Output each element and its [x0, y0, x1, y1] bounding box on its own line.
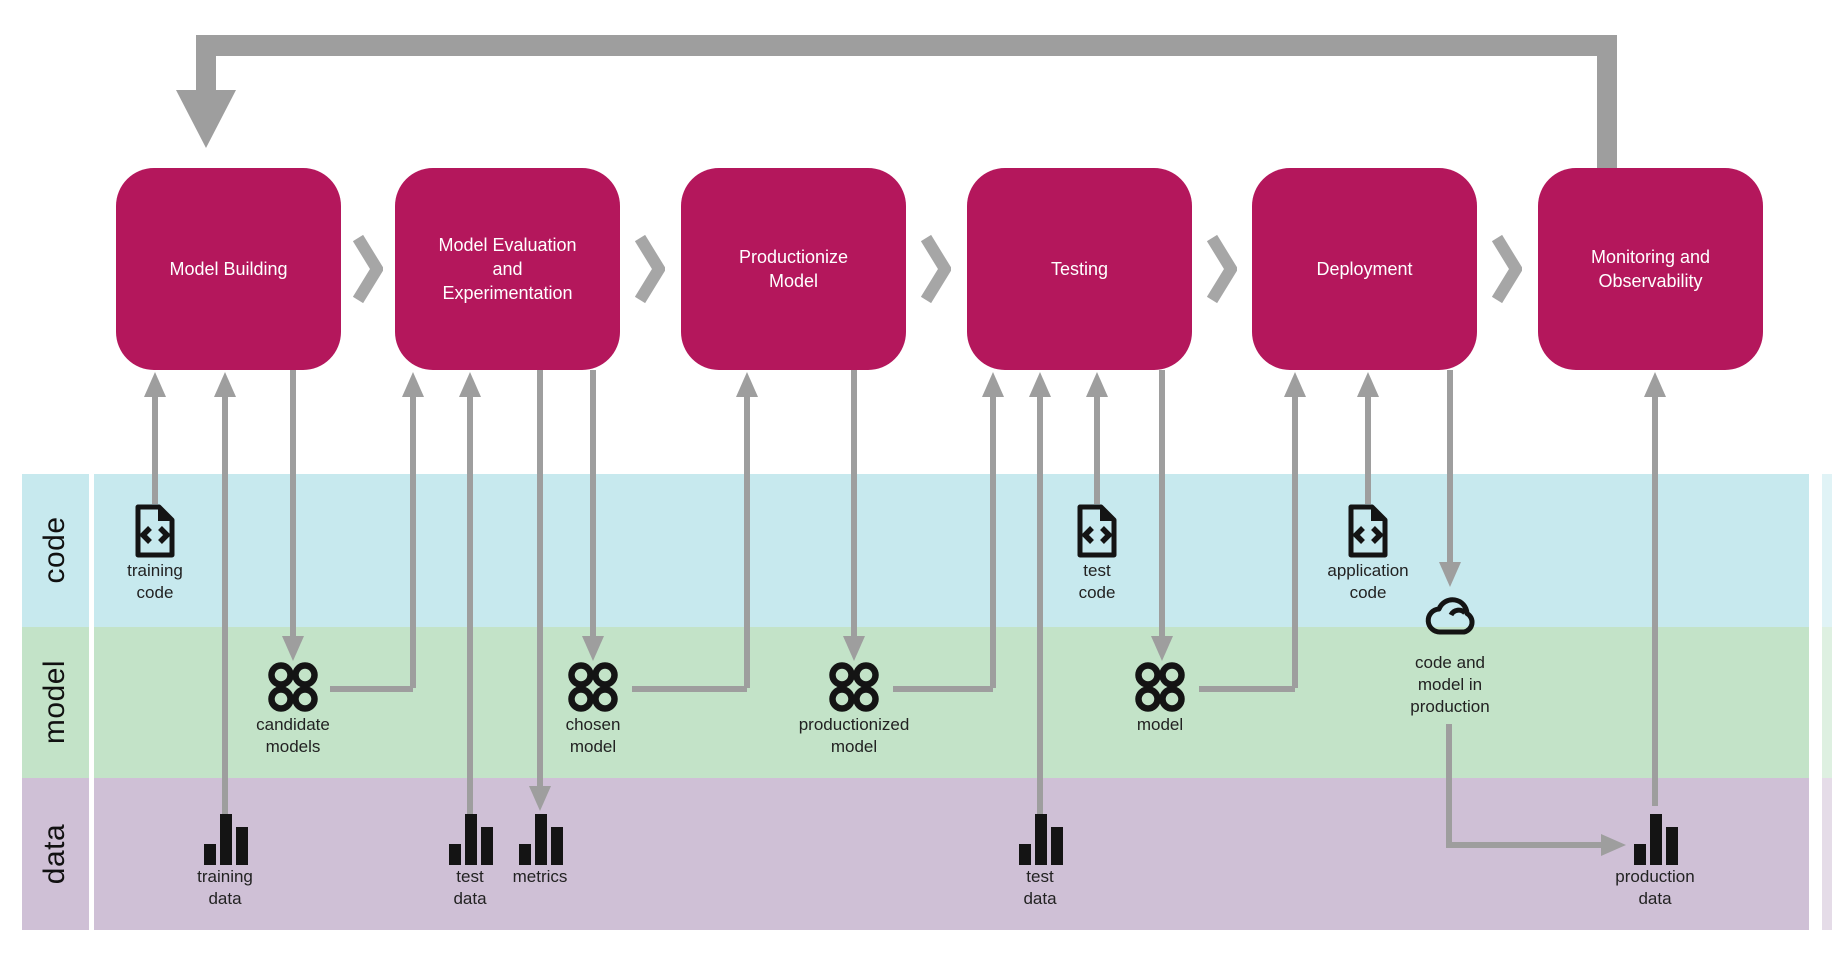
bar-chart-icon: [519, 814, 563, 865]
arrowhead-down-icon: [282, 636, 304, 661]
arrow-candidate-models-to-evaluation: [410, 396, 416, 688]
band-code: [22, 474, 1809, 627]
artifact-label-metrics: metrics: [512, 867, 568, 886]
stage-label: Deployment: [1316, 258, 1413, 279]
arrowhead-up-icon: [459, 372, 481, 397]
stage-productionize-model: Productionize Model: [681, 168, 906, 370]
code-file-icon: [1077, 504, 1117, 558]
arrow-productionized-model-to-testing: [893, 686, 993, 692]
stage-label: Monitoring and Observability: [1590, 246, 1711, 291]
artifact-label-model: model: [1136, 715, 1184, 734]
arrow-candidate-models-to-evaluation: [330, 686, 413, 692]
arrow-testing-to-model: [1159, 370, 1165, 636]
model-circles-icon: [1135, 662, 1185, 712]
arrow-test-code-to-testing: [1094, 396, 1100, 504]
band-code-edge-sliver: [1822, 474, 1832, 627]
arrowhead-up-icon: [144, 372, 166, 397]
model-circles-icon: [829, 662, 879, 712]
band-data-edge-sliver: [1822, 778, 1832, 930]
stage-label: Productionize Model: [738, 246, 849, 291]
arrow-deployment-to-production-cloud: [1447, 370, 1453, 562]
chevron-right-icon: [1492, 234, 1522, 304]
arrowhead-down-icon: [529, 786, 551, 811]
artifact-label-productionized-model: productionized model: [798, 715, 910, 757]
artifact-label-test-data-testing: test data: [1023, 867, 1057, 909]
arrowhead-down-icon: [582, 636, 604, 661]
arrowhead-up-icon: [1029, 372, 1051, 397]
arrowhead-down-icon: [1151, 636, 1173, 661]
feedback-loop-left-segment: [196, 35, 216, 91]
arrowhead-up-icon: [736, 372, 758, 397]
arrowhead-up-icon: [1086, 372, 1108, 397]
artifact-label-test-code: test code: [1078, 561, 1116, 603]
chevron-right-icon: [635, 234, 665, 304]
band-label-divider: [89, 474, 94, 930]
arrowhead-up-icon: [402, 372, 424, 397]
arrow-evaluation-to-metrics: [537, 370, 543, 786]
arrowhead-down-icon: [1439, 562, 1461, 587]
arrow-test-data-to-evaluation: [467, 396, 473, 814]
band-label-model: model: [38, 659, 71, 745]
arrowhead-up-icon: [214, 372, 236, 397]
arrow-chosen-model-to-productionize: [632, 686, 747, 692]
feedback-loop-right-segment: [1597, 35, 1617, 168]
model-circles-icon: [268, 662, 318, 712]
artifact-label-application-code: application code: [1327, 561, 1409, 603]
band-label-code: code: [38, 516, 71, 584]
stage-label: Model Building: [169, 258, 288, 279]
arrowhead-up-icon: [982, 372, 1004, 397]
bar-chart-icon: [1019, 814, 1063, 865]
stage-monitoring: Monitoring and Observability: [1538, 168, 1763, 370]
bar-chart-icon: [1634, 814, 1678, 865]
code-file-icon: [1348, 504, 1388, 558]
band-label-data: data: [38, 823, 71, 885]
artifact-label-code-and-model-in-production: code and model in production: [1410, 653, 1490, 717]
arrow-productionize-to-productionized-model: [851, 370, 857, 636]
chevron-right-icon: [921, 234, 951, 304]
stage-model-building: Model Building: [116, 168, 341, 370]
stage-label: Testing: [1050, 258, 1109, 279]
arrow-production-cloud-to-production-data: [1446, 842, 1601, 848]
artifact-label-production-data: production data: [1615, 867, 1695, 909]
arrow-application-code-to-deployment: [1365, 396, 1371, 504]
stage-model-evaluation: Model Evaluation and Experimentation: [395, 168, 620, 370]
chevron-right-icon: [353, 234, 383, 304]
cloud-icon: [1425, 597, 1475, 635]
band-data: [22, 778, 1809, 930]
feedback-loop-arrowhead-icon: [176, 90, 236, 148]
arrowhead-right-icon: [1601, 834, 1626, 856]
arrow-training-data-to-model-building: [222, 396, 228, 814]
arrowhead-up-icon: [1284, 372, 1306, 397]
chevron-right-icon: [1207, 234, 1237, 304]
stage-label: Model Evaluation and Experimentation: [438, 234, 577, 304]
bar-chart-icon: [449, 814, 493, 865]
artifact-label-chosen-model: chosen model: [565, 715, 621, 757]
arrow-test-data-to-testing: [1037, 396, 1043, 814]
stage-deployment: Deployment: [1252, 168, 1477, 370]
arrow-production-cloud-to-production-data: [1446, 724, 1452, 845]
artifact-label-test-data-evaluation: test data: [453, 867, 487, 909]
arrow-chosen-model-to-productionize: [744, 396, 750, 688]
band-model: [22, 627, 1809, 778]
arrow-model-to-deployment: [1199, 686, 1295, 692]
arrow-evaluation-to-chosen-model: [590, 370, 596, 636]
artifact-label-training-code: training code: [127, 561, 183, 603]
artifact-label-candidate-models: candidate models: [256, 715, 330, 757]
artifact-label-training-data: training data: [197, 867, 253, 909]
band-model-edge-sliver: [1822, 627, 1832, 778]
arrow-training-code-to-model-building: [152, 396, 158, 504]
feedback-loop-top-bar: [196, 35, 1617, 56]
arrowhead-up-icon: [1357, 372, 1379, 397]
arrowhead-up-icon: [1644, 372, 1666, 397]
model-circles-icon: [568, 662, 618, 712]
arrow-model-to-deployment: [1292, 396, 1298, 688]
stage-testing: Testing: [967, 168, 1192, 370]
code-file-icon: [135, 504, 175, 558]
arrow-productionized-model-to-testing: [990, 396, 996, 688]
arrowhead-down-icon: [843, 636, 865, 661]
arrow-production-data-to-monitoring: [1652, 396, 1658, 806]
bar-chart-icon: [204, 814, 248, 865]
arrow-model-building-to-candidate-models: [290, 370, 296, 636]
